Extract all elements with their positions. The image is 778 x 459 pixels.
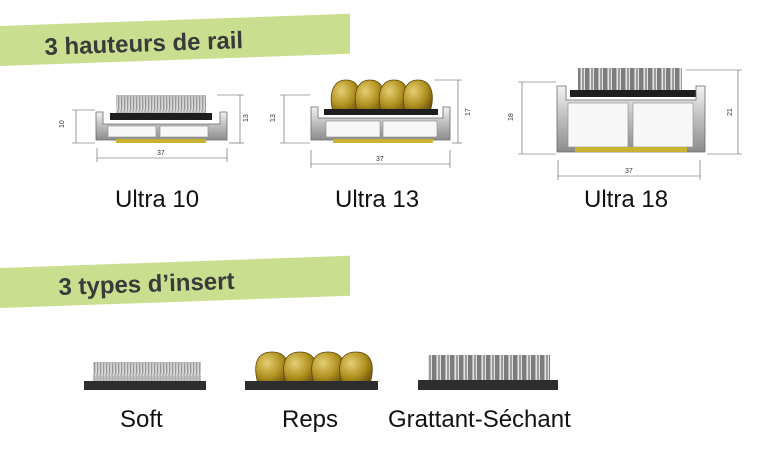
ultra-13-caption: Ultra 13 — [335, 186, 420, 213]
insert-base — [110, 113, 212, 120]
ultra-18-width-label: 37 — [625, 168, 633, 175]
rubber-strip — [116, 139, 206, 143]
ultra-10-width-label: 37 — [157, 150, 165, 157]
profile-ultra-18 — [518, 68, 742, 180]
insert-base — [324, 109, 438, 115]
ultra-10-total-label: 13 — [243, 114, 250, 122]
profile-ultra-10 — [72, 94, 244, 162]
profile-ultra-13 — [280, 79, 462, 168]
ultra-10-height-label: 10 — [59, 120, 66, 128]
soft-bristles — [116, 95, 206, 115]
reps-caption: Reps — [282, 406, 339, 433]
ultra-13-width-label: 37 — [376, 156, 384, 163]
hard-bristles — [578, 68, 682, 92]
ultra-18-height-label: 18 — [508, 113, 515, 121]
rubber-strip — [333, 139, 433, 143]
rubber-strip — [575, 147, 687, 152]
ultra-18-total-label: 21 — [727, 108, 734, 116]
ultra-13-total-label: 17 — [465, 108, 472, 116]
grattant-sechant-caption: Grattant-Séchant — [388, 406, 571, 433]
insert-grattant-sechant — [418, 355, 558, 390]
insert-reps — [245, 351, 378, 390]
ultra-13-height-label: 13 — [270, 114, 277, 122]
insert-base — [570, 90, 698, 97]
ultra-10-caption: Ultra 10 — [115, 186, 200, 213]
insert-soft — [84, 362, 206, 390]
soft-caption: Soft — [120, 406, 163, 433]
reps-lobes — [330, 79, 433, 113]
ultra-18-caption: Ultra 18 — [584, 186, 669, 213]
